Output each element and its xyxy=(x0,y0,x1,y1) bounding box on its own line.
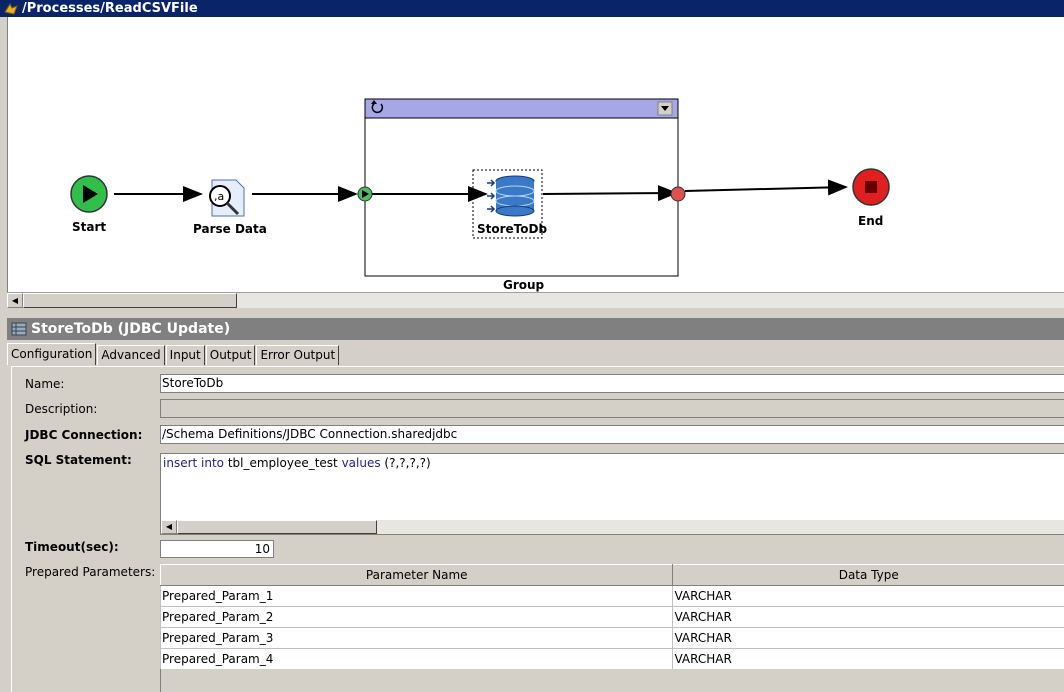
database-icon[interactable] xyxy=(472,169,543,239)
properties-panel-header: StoreToDb (JDBC Update) xyxy=(7,318,1064,340)
canvas-horizontal-scrollbar[interactable]: ◀ xyxy=(7,292,1064,308)
scroll-left-arrow[interactable]: ◀ xyxy=(7,293,23,308)
column-header-parameter-name[interactable]: Parameter Name xyxy=(159,564,674,586)
sql-keyword-insert: insert into xyxy=(163,456,225,470)
table-row[interactable]: Prepared_Param_2 VARCHAR xyxy=(159,606,1064,628)
name-field[interactable]: StoreToDb xyxy=(160,374,1064,393)
tab-error-output[interactable]: Error Output xyxy=(256,345,340,365)
tab-output[interactable]: Output xyxy=(205,345,256,365)
configuration-form: Name: StoreToDb Description: JDBC Connec… xyxy=(11,366,1064,692)
data-type-cell[interactable]: VARCHAR xyxy=(672,648,1064,670)
group-box[interactable] xyxy=(364,98,679,277)
group-end-icon[interactable] xyxy=(670,186,686,202)
table-row[interactable]: Prepared_Param_3 VARCHAR xyxy=(159,627,1064,649)
parse-data-icon[interactable]: ,a xyxy=(209,179,245,217)
sql-scroll-left-arrow[interactable]: ◀ xyxy=(161,520,177,534)
sql-statement-editor[interactable]: insert into tbl_employee_test values (?,… xyxy=(160,453,1064,535)
node-label-start: Start xyxy=(72,220,107,234)
process-canvas[interactable]: ,a Start Pa xyxy=(7,17,1064,292)
node-label-end: End xyxy=(858,214,884,228)
scroll-thumb[interactable] xyxy=(23,293,237,308)
sql-keyword-values: values xyxy=(341,456,381,470)
process-path: /Processes/ReadCSVFile xyxy=(22,1,198,16)
process-title-bar: /Processes/ReadCSVFile xyxy=(0,0,1064,17)
sql-placeholders: (?,?,?,?) xyxy=(380,456,431,470)
tab-configuration[interactable]: Configuration xyxy=(7,343,97,365)
sql-table-name: tbl_employee_test xyxy=(224,456,342,470)
properties-tabs: Configuration Advanced Input Output Erro… xyxy=(7,343,340,365)
parameter-name-cell[interactable]: Prepared_Param_2 xyxy=(159,606,674,628)
transition-store-groupend[interactable] xyxy=(542,185,678,202)
node-label-store: StoreToDb xyxy=(477,222,548,236)
timeout-field[interactable]: 10 xyxy=(160,540,274,558)
parameter-name-cell[interactable]: Prepared_Param_4 xyxy=(159,648,674,670)
data-type-cell[interactable]: VARCHAR xyxy=(672,606,1064,628)
jdbc-icon xyxy=(11,322,27,336)
transition-group-end[interactable] xyxy=(684,179,848,196)
jdbc-connection-label: JDBC Connection: xyxy=(25,428,143,442)
end-icon[interactable] xyxy=(852,168,890,206)
column-header-data-type[interactable]: Data Type xyxy=(672,564,1064,586)
node-label-group: Group xyxy=(503,278,545,292)
timeout-label: Timeout(sec): xyxy=(25,540,119,554)
start-icon[interactable] xyxy=(70,175,108,213)
description-label: Description: xyxy=(25,402,98,416)
sql-horizontal-scrollbar[interactable]: ◀ xyxy=(161,520,1064,534)
table-empty-area xyxy=(160,669,1064,692)
parameter-name-cell[interactable]: Prepared_Param_1 xyxy=(159,585,674,607)
tab-input[interactable]: Input xyxy=(165,345,205,365)
node-label-parse-data: Parse Data xyxy=(193,222,267,236)
sql-statement-label: SQL Statement: xyxy=(25,453,132,467)
sql-code: insert into tbl_employee_test values (?,… xyxy=(163,456,431,470)
data-type-cell[interactable]: VARCHAR xyxy=(672,627,1064,649)
parameter-name-cell[interactable]: Prepared_Param_3 xyxy=(159,627,674,649)
process-diagram: ,a xyxy=(70,98,890,277)
svg-text:,a: ,a xyxy=(214,190,224,203)
properties-panel-title: StoreToDb (JDBC Update) xyxy=(31,321,231,337)
data-type-cell[interactable]: VARCHAR xyxy=(672,585,1064,607)
table-row[interactable]: Prepared_Param_1 VARCHAR xyxy=(159,585,1064,607)
jdbc-connection-field[interactable]: /Schema Definitions/JDBC Connection.shar… xyxy=(160,425,1064,444)
prepared-parameters-label: Prepared Parameters: xyxy=(25,565,156,579)
description-field[interactable] xyxy=(160,399,1064,418)
sql-scroll-thumb[interactable] xyxy=(177,520,377,534)
tab-advanced[interactable]: Advanced xyxy=(97,345,165,365)
name-label: Name: xyxy=(25,377,65,391)
table-row[interactable]: Prepared_Param_4 VARCHAR xyxy=(159,648,1064,670)
prepared-parameters-table: Parameter Name Data Type Prepared_Param_… xyxy=(159,564,1064,670)
process-icon xyxy=(4,2,18,15)
